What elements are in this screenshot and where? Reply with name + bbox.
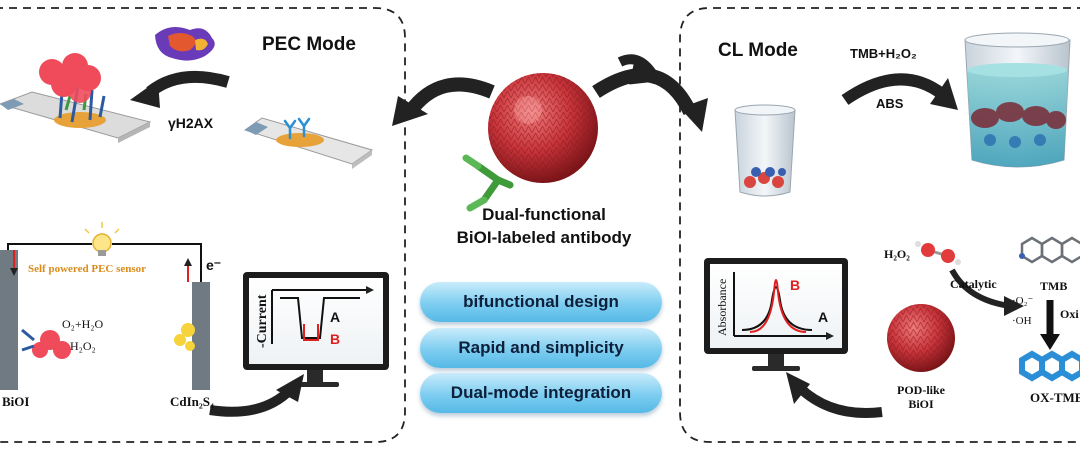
radical-o2-label: ·O₂⁻	[1012, 295, 1033, 307]
arrow-to-cl	[592, 68, 708, 132]
oxidation-label: Oxi	[1060, 307, 1079, 321]
cl-curve-b-label: B	[790, 277, 800, 293]
feature-pill-label: Rapid and simplicity	[458, 338, 624, 357]
cl-curve-a-label: A	[818, 309, 828, 325]
cl-beaker	[734, 104, 796, 197]
ox-tmb-label: OX-TMB	[1030, 390, 1080, 405]
cuvette-with-tmb	[964, 32, 1071, 168]
reaction-o2-label: O₂+H₂O	[62, 317, 103, 331]
lightbulb-icon	[84, 222, 120, 256]
reagent-label: TMB+H₂O₂	[850, 46, 917, 61]
antibody-icon	[462, 154, 514, 212]
feature-pill-dual-mode-integration: Dual-mode integration	[420, 373, 662, 413]
cl-panel-border	[679, 7, 1080, 443]
feature-pill-label: bifunctional design	[463, 292, 619, 311]
left-electrode-particles	[21, 328, 71, 359]
tmb-molecule-icon	[1019, 236, 1080, 264]
right-electrode-label: CdIn₂S₄	[170, 394, 214, 409]
pec-circuit	[0, 243, 210, 390]
pod-like-bioi-particle	[887, 304, 955, 372]
radical-oh-label: ·OH	[1012, 315, 1032, 327]
arrow-to-cl-bottom	[617, 54, 660, 85]
reaction-h2o2-label: H₂O₂	[70, 339, 96, 353]
pec-monitor	[243, 272, 389, 387]
sensor-label: Self powered PEC sensor	[28, 263, 146, 275]
arrow-to-cuvette	[841, 73, 958, 110]
feature-pill-label: Dual-mode integration	[450, 383, 632, 402]
pod-label-line2: BiOI	[908, 397, 934, 411]
tmb-label: TMB	[1040, 279, 1067, 293]
pec-mode-title: PEC Mode	[262, 34, 356, 55]
bioi-nanoparticle	[488, 73, 598, 183]
gamma-h2ax-label: γH2AX	[168, 115, 214, 131]
center-label-line1: Dual-functional	[482, 205, 606, 224]
ox-tmb-molecule-icon	[1019, 350, 1080, 382]
cl-monitor	[704, 258, 848, 371]
electrode-with-label	[0, 53, 152, 143]
arrow-circuit-to-monitor	[209, 374, 304, 417]
center-label-line2: BiOI-labeled antibody	[457, 228, 632, 247]
arrow-to-pec	[392, 77, 495, 126]
electron-label: e⁻	[206, 257, 221, 273]
feature-pill-rapid-simplicity: Rapid and simplicity	[420, 328, 662, 368]
pod-label-line1: POD-like	[897, 383, 946, 397]
cl-h2o2-label: H₂O₂	[884, 247, 910, 261]
catalytic-label: Catalytic	[950, 277, 997, 291]
oxidation-arrow	[1040, 300, 1060, 350]
h2o2-molecule-icon	[915, 241, 961, 265]
gamma-h2ax-protein-icon	[155, 26, 215, 61]
right-electrode-particles	[174, 323, 195, 351]
cl-monitor-ylabel: Absorbance	[715, 279, 729, 336]
pec-monitor-ylabel: -Current	[255, 294, 270, 348]
pec-curve-b-label: B	[330, 331, 340, 347]
feature-pill-bifunctional-design: bifunctional design	[420, 282, 662, 322]
abs-label: ABS	[876, 96, 904, 111]
cl-mode-title: CL Mode	[718, 40, 798, 61]
pec-curve-a-label: A	[330, 309, 340, 325]
arrow-to-electrode-a	[130, 70, 230, 108]
catalytic-arrow	[949, 268, 1024, 316]
arrow-pod-to-monitor	[786, 372, 883, 418]
electrode-with-antibody	[243, 117, 374, 169]
pec-panel-border	[0, 7, 406, 443]
left-electrode-label: BiOI	[2, 394, 29, 409]
